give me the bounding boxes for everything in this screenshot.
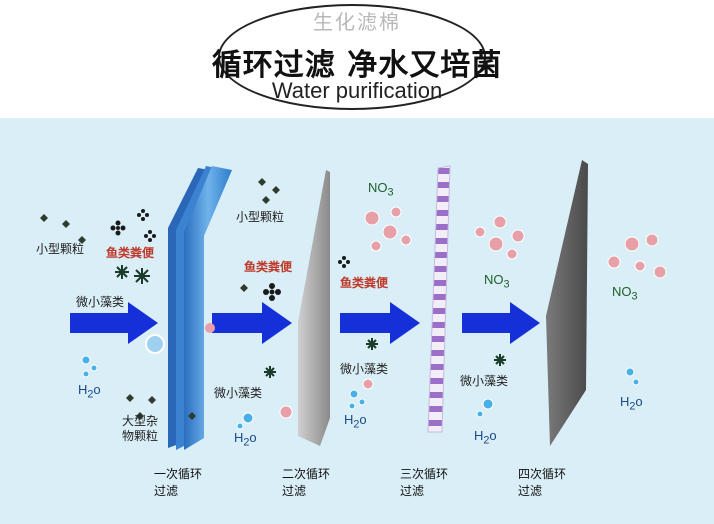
stage-4: 四次循环 过滤 bbox=[518, 466, 566, 500]
title-oval bbox=[218, 4, 486, 110]
filter-1 bbox=[145, 166, 232, 450]
nitrate-bubbles bbox=[279, 206, 667, 419]
arrow-2 bbox=[212, 302, 292, 344]
stage-2: 二次循环 过滤 bbox=[282, 466, 330, 500]
label-fish-waste-3: 鱼类粪便 bbox=[340, 276, 389, 290]
stage-1-line1: 一次循环 bbox=[154, 467, 203, 481]
label-micro-algae-4: 微小藻类 bbox=[460, 374, 509, 388]
label-h2o-1: H2o bbox=[78, 382, 101, 401]
stage-2-line1: 二次循环 bbox=[282, 467, 331, 481]
label-micro-algae-1: 微小藻类 bbox=[76, 295, 125, 309]
filter-4 bbox=[546, 160, 588, 446]
arrow-3 bbox=[340, 302, 420, 344]
stage-3-line1: 三次循环 bbox=[400, 467, 449, 481]
stage-1: 一次循环 过滤 bbox=[154, 466, 202, 500]
arrow-4 bbox=[462, 302, 540, 344]
small-particle-icons bbox=[40, 178, 280, 420]
stage-2-line2: 过滤 bbox=[282, 484, 307, 498]
label-micro-algae-3: 微小藻类 bbox=[340, 362, 389, 376]
label-no3-3: NO3 bbox=[612, 284, 638, 303]
flow-arrows bbox=[70, 302, 540, 344]
arrow-1 bbox=[70, 302, 158, 344]
subtitle-en: Water purification bbox=[271, 78, 443, 103]
label-no3-2: NO3 bbox=[484, 272, 510, 291]
label-large-debris: 大型杂 物颗粒 bbox=[122, 414, 158, 444]
label-fish-waste-2: 鱼类粪便 bbox=[244, 260, 293, 274]
stage-3: 三次循环 过滤 bbox=[400, 466, 448, 500]
water-bubbles bbox=[81, 355, 640, 430]
label-h2o-5: H2o bbox=[620, 394, 643, 413]
stage-3-line2: 过滤 bbox=[400, 484, 425, 498]
stage-1-line2: 过滤 bbox=[154, 484, 179, 498]
label-large-debris-line2: 物颗粒 bbox=[122, 429, 159, 443]
label-large-debris-line1: 大型杂 bbox=[122, 414, 159, 428]
subtitle-cn: 生化滤棉 bbox=[313, 10, 401, 34]
label-h2o-3: H2o bbox=[344, 412, 367, 431]
stage-4-line1: 四次循环 bbox=[518, 467, 567, 481]
label-small-particles-1: 小型颗粒 bbox=[36, 242, 85, 256]
label-small-particles-2: 小型颗粒 bbox=[236, 210, 285, 224]
fish-waste-icons bbox=[110, 209, 350, 301]
label-no3-1: NO3 bbox=[368, 180, 394, 199]
header: 生化滤棉 循环过滤 净水又培菌 Water purification bbox=[0, 0, 714, 118]
label-h2o-2: H2o bbox=[234, 430, 257, 449]
filter-2 bbox=[298, 170, 330, 446]
label-fish-waste-1: 鱼类粪便 bbox=[106, 246, 155, 260]
label-h2o-4: H2o bbox=[474, 428, 497, 447]
filter-3 bbox=[427, 165, 451, 433]
page-title: 循环过滤 净水又培菌 bbox=[211, 48, 503, 83]
stage-4-line2: 过滤 bbox=[518, 484, 543, 498]
label-micro-algae-2: 微小藻类 bbox=[214, 386, 263, 400]
algae-icons bbox=[115, 265, 506, 378]
